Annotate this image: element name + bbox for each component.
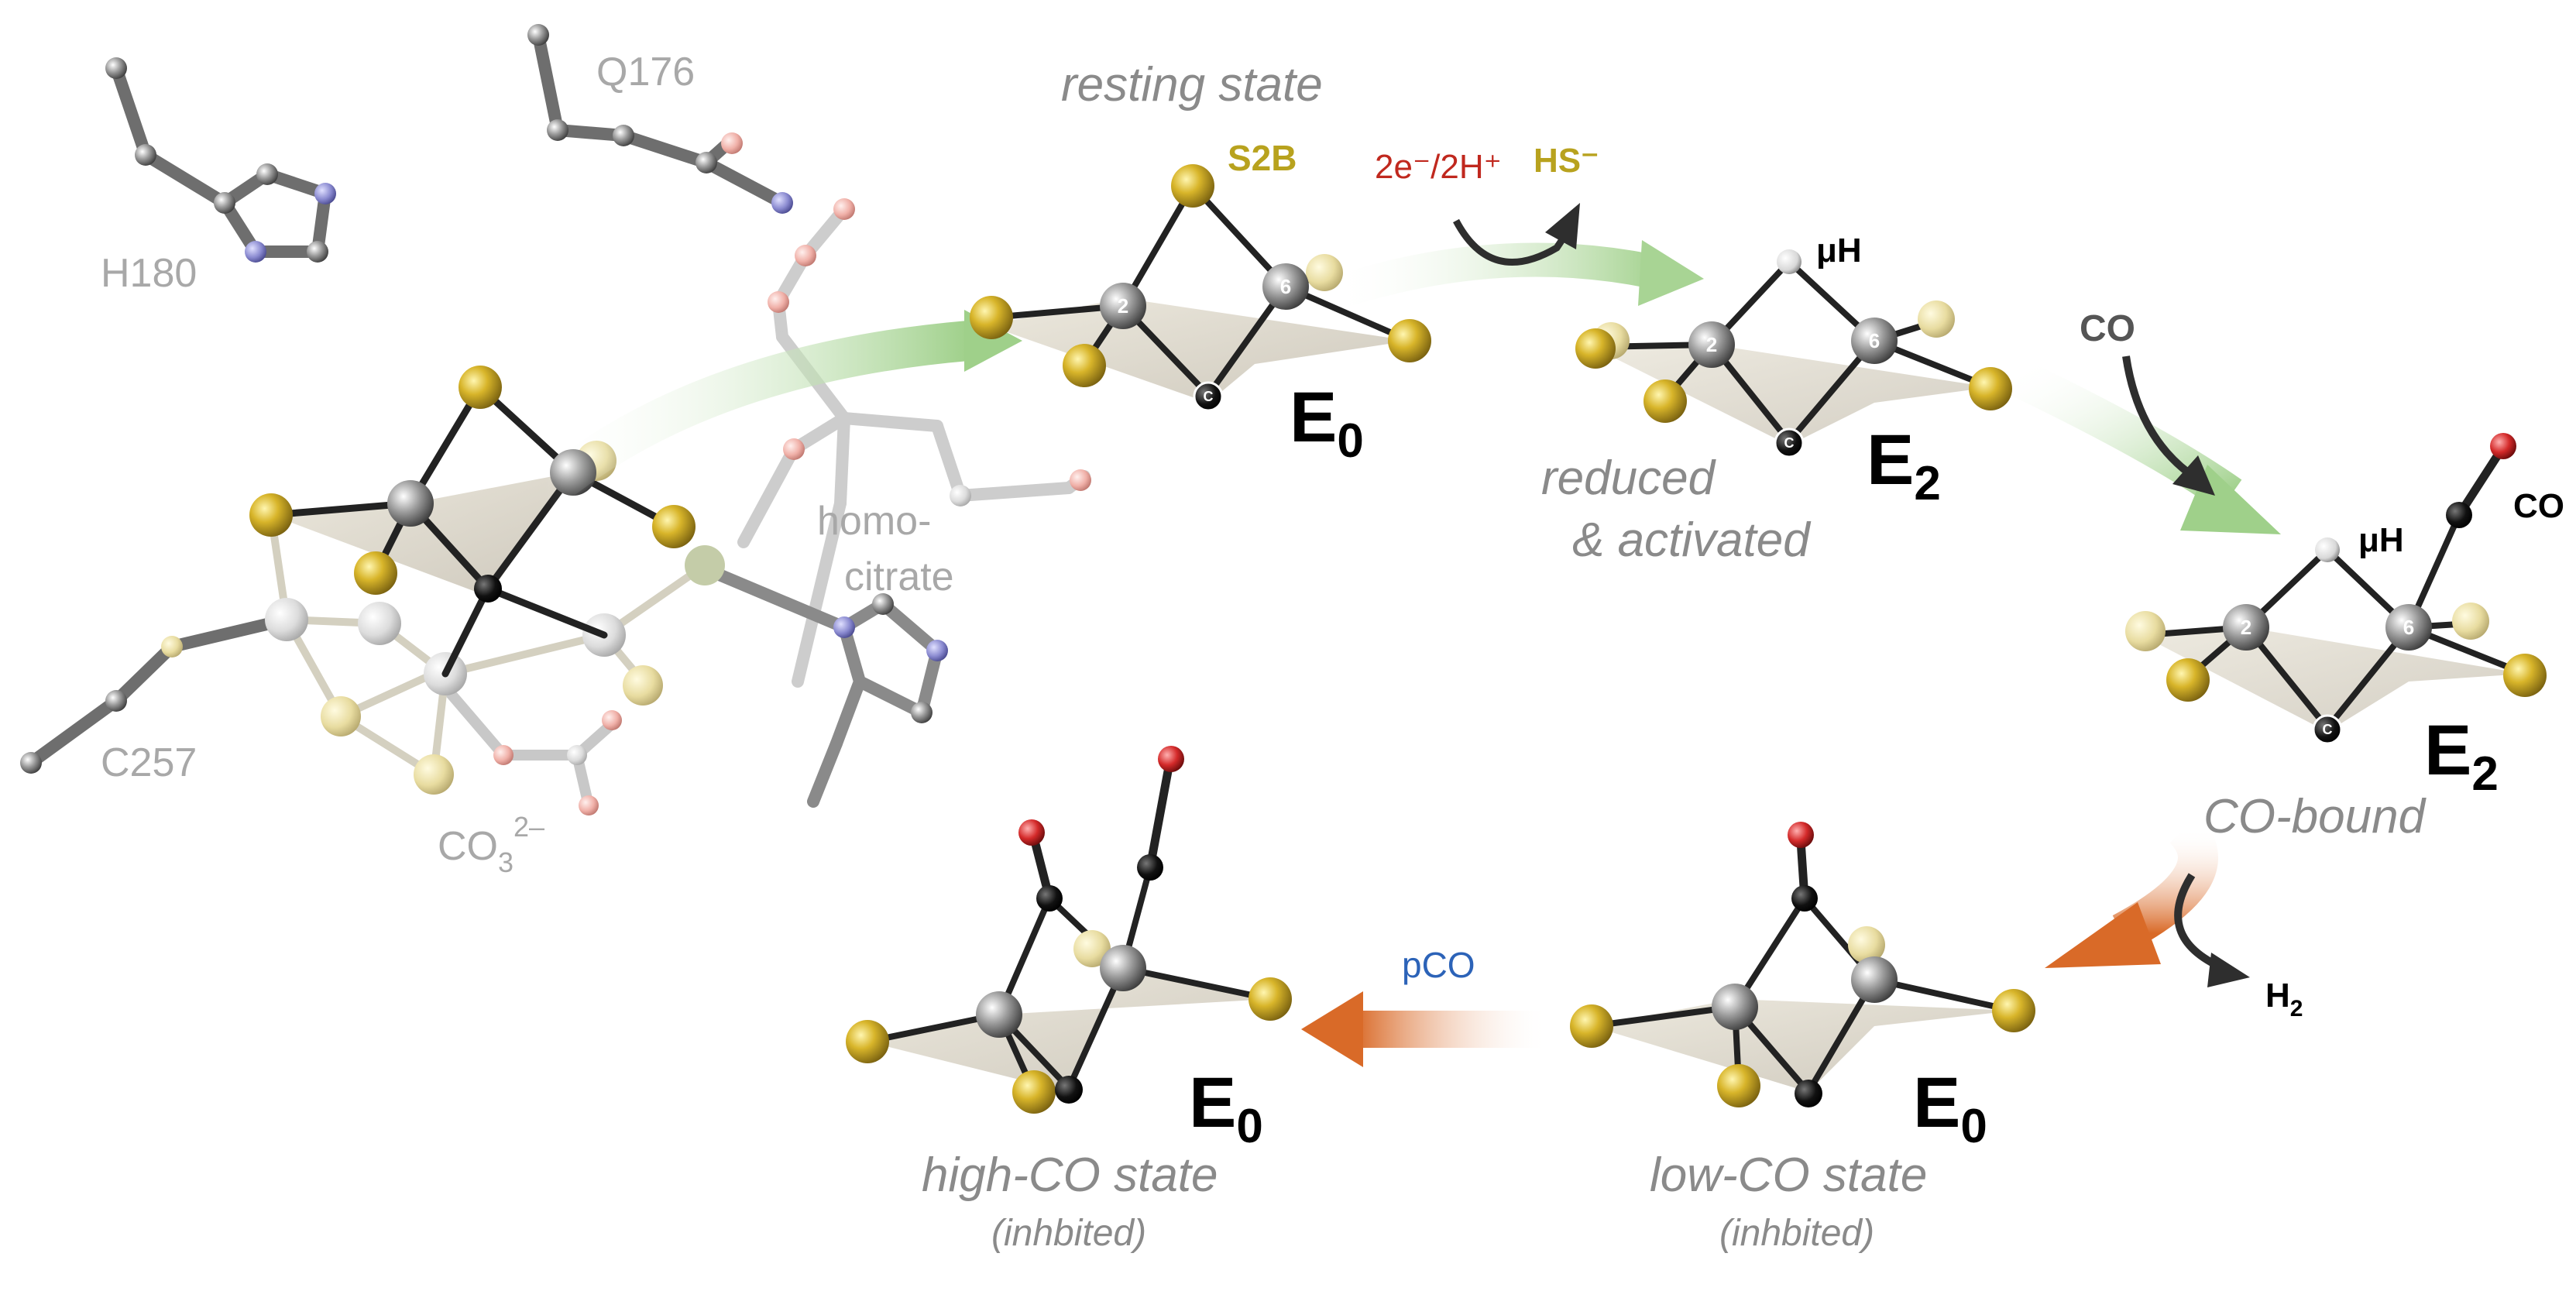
low-co-label: low-CO state (1650, 1149, 1927, 1202)
carbide-label: C (2323, 722, 2333, 737)
atom (771, 192, 793, 214)
co-ligand-label: CO (2513, 487, 2564, 525)
atom (161, 636, 183, 658)
orange-arrow-down (2045, 814, 2218, 968)
high-co-e0-label: E0 (1189, 1063, 1263, 1153)
fe6-label: 6 (1869, 329, 1880, 352)
atom (950, 485, 971, 506)
reduced-e2-label: E2 (1867, 421, 1941, 510)
atom (354, 551, 397, 595)
curved-arrow-reduction (1453, 203, 1580, 266)
high-co-sub-label: (inhbited) (991, 1213, 1146, 1254)
fe2-label: 2 (1118, 294, 1128, 318)
reductants-label: 2e⁻/2H⁺ (1375, 148, 1502, 186)
low-co-sub-label: (inhbited) (1719, 1213, 1874, 1254)
atom (1070, 469, 1091, 491)
carbide-label: C (1784, 435, 1795, 451)
fe2-label: 2 (2241, 616, 2251, 639)
hs-product-label: HS⁻ (1534, 142, 1599, 180)
atom (527, 24, 549, 46)
green-arrow-2 (1327, 240, 1704, 311)
atom (459, 366, 502, 409)
atom (696, 152, 717, 173)
atom (20, 752, 42, 774)
curved-arrow-co-in (2122, 355, 2215, 496)
co-bound-e2-label: E2 (2424, 711, 2499, 801)
atom (105, 690, 127, 712)
fe6-label: 6 (2403, 616, 2414, 639)
atom (265, 598, 308, 641)
atom (872, 593, 894, 615)
h2-product-label: H2 (2265, 977, 2303, 1021)
residue-q176-label: Q176 (596, 50, 695, 94)
atom (135, 144, 156, 166)
reduced-label-1: reduced (1541, 452, 1717, 505)
reduced-label-2: & activated (1572, 513, 1812, 567)
atom (105, 57, 127, 79)
low-co-state-cluster (1570, 822, 2035, 1107)
atom (314, 183, 336, 204)
atom-number-labels: 2 6 2 6 2 6 (1118, 275, 2414, 639)
atom (783, 438, 805, 460)
atom (795, 245, 816, 266)
orange-arrow-left (1301, 991, 1549, 1067)
atom (685, 545, 725, 585)
homocitrate-label-1: homo- (817, 499, 931, 544)
atom (387, 480, 434, 527)
atom (833, 616, 855, 638)
s2b-label: S2B (1228, 138, 1297, 178)
carbide-labels: C C C (1204, 389, 2333, 737)
atom (474, 575, 502, 603)
curved-arrow-h2-out (2174, 873, 2250, 987)
residue-h180-label: H180 (101, 251, 197, 296)
atom (358, 602, 401, 645)
co-bound-state-cluster (2125, 433, 2547, 745)
fe2-label: 2 (1706, 333, 1717, 356)
atom (414, 754, 454, 795)
atom (613, 125, 634, 146)
low-co-e0-label: E0 (1913, 1063, 1987, 1153)
co-bound-label: CO-bound (2203, 790, 2427, 843)
atom (321, 696, 361, 736)
atom (567, 745, 587, 765)
atom (911, 702, 933, 723)
reduced-hydride-label: μH (1816, 232, 1862, 270)
resting-state-label: resting state (1061, 58, 1323, 112)
atom (579, 795, 599, 815)
atom (214, 192, 235, 214)
carbonate-label: CO32– (438, 811, 544, 878)
atom (926, 640, 948, 661)
atom (307, 241, 328, 263)
high-co-state-cluster (846, 746, 1292, 1114)
atom (652, 505, 696, 548)
resting-state-cluster (970, 164, 1431, 412)
cluster-plane (271, 472, 573, 596)
co-reactant-label: CO (2080, 308, 2135, 349)
atom (768, 291, 789, 313)
atom (249, 493, 293, 537)
carbide-label: C (1204, 389, 1214, 404)
green-arrow-3 (1997, 354, 2281, 534)
atom (256, 163, 278, 185)
resting-e0-label: E0 (1290, 378, 1364, 468)
atom (623, 665, 663, 706)
atom (602, 710, 622, 730)
atom (833, 198, 855, 220)
pco-label: pCO (1402, 945, 1475, 985)
atom (721, 132, 743, 154)
carbonate-structure (428, 668, 617, 811)
high-co-label: high-CO state (922, 1149, 1218, 1202)
cofactor-protein-environment (20, 24, 1091, 815)
reduced-state-cluster (1575, 249, 2012, 458)
residue-c257-label: C257 (101, 740, 197, 785)
fe6-label: 6 (1280, 275, 1291, 298)
atom (493, 745, 513, 765)
co-bound-hydride-label: μH (2358, 521, 2404, 559)
homocitrate-label-2: citrate (844, 555, 954, 599)
atom (547, 119, 568, 141)
atom (245, 241, 266, 263)
